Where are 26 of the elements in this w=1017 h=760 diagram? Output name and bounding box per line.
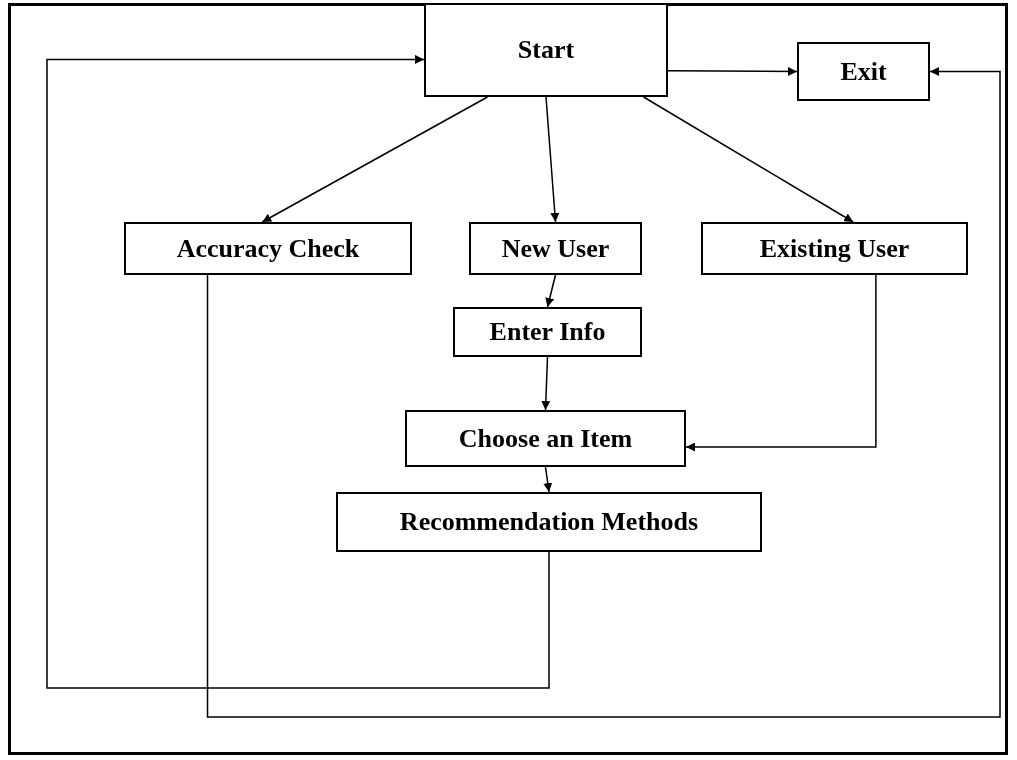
arrow bbox=[667, 66, 798, 76]
arrow bbox=[46, 54, 550, 689]
box-label: New User bbox=[501, 233, 610, 264]
box-label: Start bbox=[517, 35, 575, 65]
arrow bbox=[543, 466, 553, 493]
process-box bbox=[701, 222, 968, 275]
arrow bbox=[541, 356, 551, 411]
box-label: Recommendation Methods bbox=[399, 507, 699, 537]
process-box bbox=[405, 410, 686, 467]
arrow bbox=[545, 274, 557, 308]
arrow bbox=[545, 96, 560, 223]
arrow bbox=[206, 67, 1001, 718]
arrow bbox=[261, 96, 489, 223]
process-box bbox=[797, 42, 930, 101]
process-box bbox=[336, 492, 762, 552]
box-label: Exit bbox=[840, 56, 887, 87]
arrow bbox=[642, 96, 854, 223]
arrow bbox=[685, 274, 877, 452]
process-box bbox=[469, 222, 642, 275]
process-box bbox=[424, 3, 668, 97]
box-label: Existing User bbox=[759, 233, 910, 264]
box-label: Accuracy Check bbox=[176, 233, 360, 264]
process-box bbox=[124, 222, 412, 275]
process-box bbox=[453, 307, 642, 357]
box-label: Choose an Item bbox=[458, 423, 633, 454]
box-label: Enter Info bbox=[489, 317, 606, 347]
